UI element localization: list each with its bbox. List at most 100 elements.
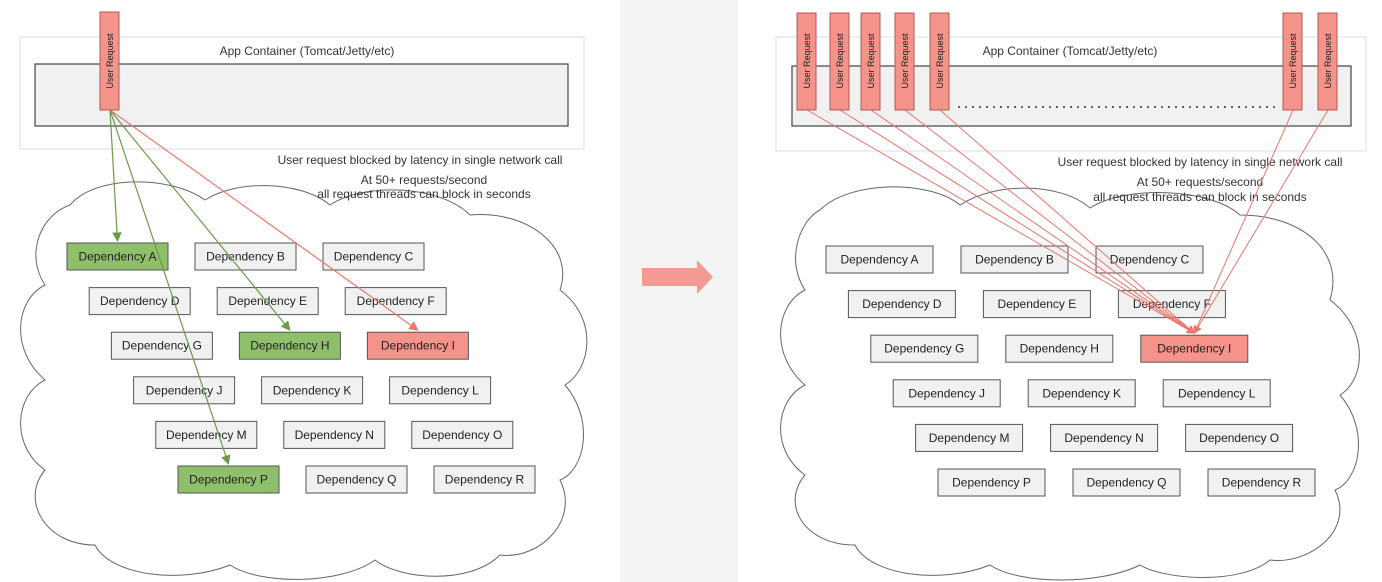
right-user-request-label-3: User Request xyxy=(866,33,876,89)
left-dependency-c-box: Dependency C xyxy=(322,242,425,271)
right-line-6 xyxy=(1193,109,1294,334)
right-user-request-bar-1: User Request xyxy=(796,12,817,111)
right-app-container xyxy=(791,65,1352,127)
left-dependency-d-box: Dependency D xyxy=(88,287,191,316)
right-user-request-bars: User Request User Request User Request User… xyxy=(796,12,1338,111)
right-dependency-q-box: Dependency Q xyxy=(1072,468,1181,497)
transition-arrow-icon xyxy=(642,260,713,294)
left-dependency-c-label: Dependency C xyxy=(334,250,414,264)
left-dependency-f-label: Dependency F xyxy=(357,294,435,308)
right-dependency-a-box: Dependency A xyxy=(825,245,934,274)
right-user-request-label-5: User Request xyxy=(935,33,945,89)
left-dependency-h-box: Dependency H xyxy=(238,331,341,360)
right-dependency-g-box: Dependency G xyxy=(870,334,979,363)
left-dependency-j-label: Dependency J xyxy=(146,383,223,397)
right-dependency-c-box: Dependency C xyxy=(1095,245,1204,274)
right-dependency-j-box: Dependency J xyxy=(892,379,1001,408)
left-dependency-h-label: Dependency H xyxy=(250,339,329,353)
right-dependency-k-box: Dependency K xyxy=(1027,379,1136,408)
left-container-title: App Container (Tomcat/Jetty/etc) xyxy=(220,44,395,58)
right-user-request-bar-5: User Request xyxy=(929,12,950,111)
left-dependency-k-box: Dependency K xyxy=(261,376,364,405)
right-dependency-k-label: Dependency K xyxy=(1042,386,1121,400)
right-dependency-e-label: Dependency E xyxy=(998,297,1077,311)
left-line-dependency-h xyxy=(109,109,291,331)
right-dependency-h-label: Dependency H xyxy=(1020,342,1099,356)
right-user-request-bar-3: User Request xyxy=(860,12,881,111)
left-user-request-bar xyxy=(99,11,120,111)
right-dependency-q-label: Dependency Q xyxy=(1086,476,1166,490)
left-dependency-g-box: Dependency G xyxy=(110,331,213,360)
right-dependency-p-label: Dependency P xyxy=(952,476,1031,490)
right-dependency-l-box: Dependency L xyxy=(1162,379,1271,408)
right-dependency-a-label: Dependency A xyxy=(840,253,918,267)
right-user-request-label-2: User Request xyxy=(835,33,845,89)
right-dependency-i-label: Dependency I xyxy=(1157,342,1231,356)
left-dependency-a-label: Dependency A xyxy=(78,250,156,264)
right-dependency-o-label: Dependency O xyxy=(1199,431,1279,445)
right-dependency-g-label: Dependency G xyxy=(884,342,964,356)
left-dependency-i-box: Dependency I xyxy=(366,331,469,360)
left-dependency-m-label: Dependency M xyxy=(166,428,247,442)
right-line-3 xyxy=(870,109,1195,334)
right-dependency-m-box: Dependency M xyxy=(915,423,1024,452)
left-dependency-o-box: Dependency O xyxy=(411,420,514,449)
right-dependency-j-label: Dependency J xyxy=(908,386,985,400)
right-dependency-p-box: Dependency P xyxy=(937,468,1046,497)
right-request-lines xyxy=(806,109,1329,334)
left-dependency-i-label: Dependency I xyxy=(381,339,455,353)
right-dependency-n-label: Dependency N xyxy=(1064,431,1143,445)
right-dependency-d-label: Dependency D xyxy=(862,297,942,311)
left-dependency-l-label: Dependency L xyxy=(401,383,479,397)
right-user-request-bar-2: User Request xyxy=(829,12,850,111)
right-dependency-b-label: Dependency B xyxy=(975,253,1054,267)
right-caption-3: all request threads can block in seconds xyxy=(1093,190,1306,204)
left-dependency-n-box: Dependency N xyxy=(283,420,386,449)
left-dependency-a-box: Dependency A xyxy=(66,242,169,271)
left-dependency-r-box: Dependency R xyxy=(433,465,536,494)
left-user-request-label: User Request xyxy=(105,33,115,89)
left-dependency-o-label: Dependency O xyxy=(422,428,502,442)
left-dependency-d-label: Dependency D xyxy=(100,294,180,308)
left-dependency-l-box: Dependency L xyxy=(389,376,492,405)
right-dependency-r-box: Dependency R xyxy=(1207,468,1316,497)
left-dependency-n-label: Dependency N xyxy=(295,428,374,442)
right-line-5 xyxy=(939,109,1195,334)
right-dependency-d-box: Dependency D xyxy=(847,290,956,319)
right-line-1 xyxy=(806,109,1195,334)
right-dependency-n-box: Dependency N xyxy=(1050,423,1159,452)
right-user-request-bar-7: User Request xyxy=(1317,12,1338,111)
right-dependency-m-label: Dependency M xyxy=(929,431,1010,445)
right-user-request-label-1: User Request xyxy=(802,33,812,89)
left-app-container xyxy=(34,63,569,127)
left-dependency-q-box: Dependency Q xyxy=(305,465,408,494)
right-line-7 xyxy=(1193,109,1329,334)
right-user-request-bar-6: User Request xyxy=(1282,12,1303,111)
right-container-title: App Container (Tomcat/Jetty/etc) xyxy=(983,44,1158,58)
left-dependency-p-box: Dependency P xyxy=(177,465,280,494)
left-dependency-p-label: Dependency P xyxy=(189,473,268,487)
left-dependency-b-box: Dependency B xyxy=(194,242,297,271)
left-line-dependency-a xyxy=(109,109,122,242)
left-caption-3: all request threads can block in seconds xyxy=(317,187,530,201)
right-dependency-i-box: Dependency I xyxy=(1140,334,1249,363)
right-dependency-grid: Dependency A Dependency B Dependency C Depe… xyxy=(825,245,1316,497)
left-caption-2: At 50+ requests/second xyxy=(361,173,487,187)
right-user-request-bar-4: User Request xyxy=(894,12,915,111)
left-dependency-q-label: Dependency Q xyxy=(316,473,396,487)
left-dependency-r-label: Dependency R xyxy=(445,473,525,487)
left-line-dependency-p xyxy=(109,109,231,465)
right-panel: App Container (Tomcat/Jetty/etc) User re… xyxy=(775,12,1367,581)
left-dependency-j-box: Dependency J xyxy=(133,376,236,405)
right-dependency-l-label: Dependency L xyxy=(1178,386,1256,400)
left-line-dependency-i xyxy=(109,109,419,331)
left-caption-1: User request blocked by latency in singl… xyxy=(278,153,563,167)
left-dependency-grid: Dependency A Dependency B Dependency C Depe… xyxy=(66,242,536,494)
left-dependency-e-box: Dependency E xyxy=(216,287,319,316)
left-dependency-m-box: Dependency M xyxy=(155,420,258,449)
right-dependency-e-box: Dependency E xyxy=(982,290,1091,319)
right-user-request-label-4: User Request xyxy=(900,33,910,89)
right-dependency-b-box: Dependency B xyxy=(960,245,1069,274)
right-line-2 xyxy=(839,109,1195,334)
